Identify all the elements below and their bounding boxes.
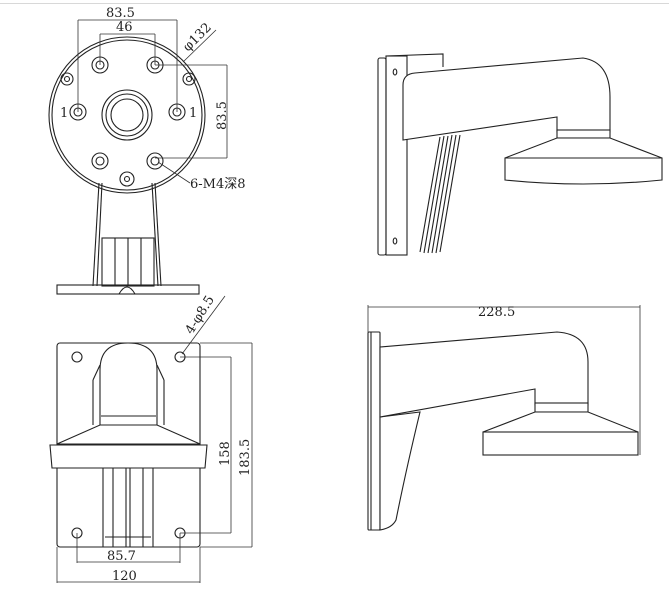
shroud-rim <box>49 444 208 469</box>
mount-plate-circle <box>48 36 206 194</box>
side-view-perspective <box>377 53 663 256</box>
dim-outer-holes: 83.5 <box>106 6 135 21</box>
thread-note: 6-M4深8 <box>190 177 246 192</box>
dim-diameter: φ132 <box>180 20 215 55</box>
hole-note: 4-φ8.5 <box>183 293 218 337</box>
dim-height: 183.5 <box>238 439 253 476</box>
dome-rim <box>482 431 639 456</box>
window-top-border <box>0 0 669 4</box>
corner-nubs <box>60 72 196 187</box>
cable-hole-inner <box>110 98 144 132</box>
back-view <box>49 295 253 583</box>
wall-plate-edge <box>377 57 387 256</box>
cable-hole-outer <box>101 89 153 141</box>
base-flange <box>56 284 200 295</box>
front-view <box>48 19 228 295</box>
dim-length: 228.5 <box>478 305 515 320</box>
bolt-holes <box>69 56 186 170</box>
hole-marker-left: 1 <box>60 106 68 121</box>
side-view <box>367 305 641 531</box>
dome-rim <box>504 157 663 185</box>
dome-top <box>482 411 639 433</box>
wall-plate <box>367 331 381 531</box>
dim-hole-spacing-v: 158 <box>218 441 233 466</box>
dim-inner-holes: 46 <box>116 20 133 35</box>
support-web <box>379 411 421 531</box>
hole-marker-right: 1 <box>189 106 197 121</box>
arm <box>379 331 589 418</box>
collar <box>534 402 589 413</box>
arm-dome <box>99 342 158 426</box>
dim-vertical: 83.5 <box>215 101 230 130</box>
dim-hole-spacing-h: 85.7 <box>107 549 136 564</box>
dome-top <box>504 137 663 159</box>
shroud-top <box>56 424 201 445</box>
mount-hole <box>71 351 83 363</box>
ribs <box>419 134 461 254</box>
dim-width: 120 <box>112 569 137 584</box>
arm <box>402 57 611 141</box>
collar <box>556 129 611 139</box>
